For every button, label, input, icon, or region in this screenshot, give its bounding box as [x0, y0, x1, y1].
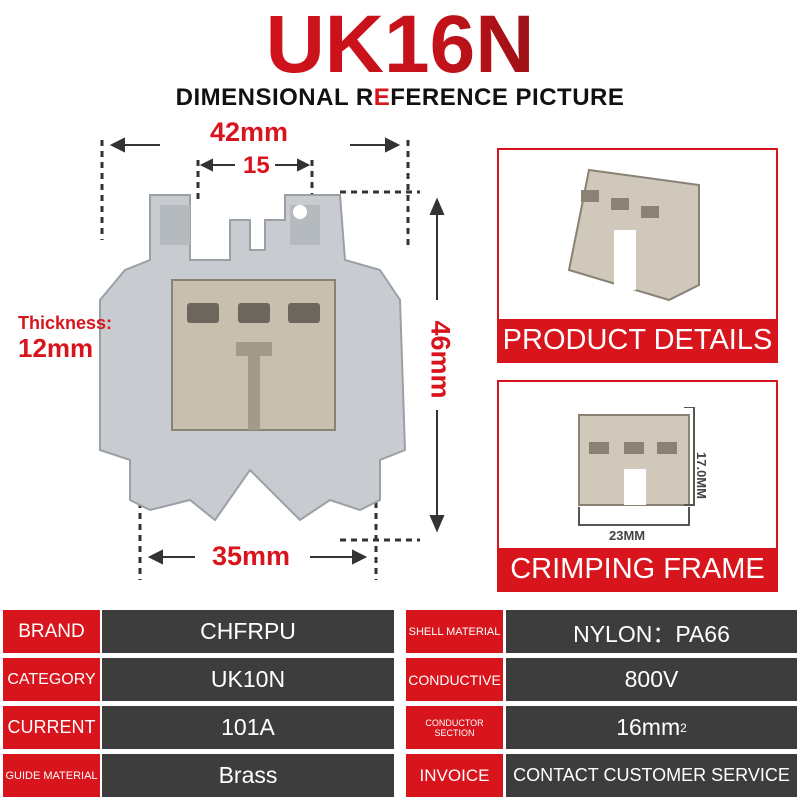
product-details-panel: PRODUCT DETAILS	[497, 148, 778, 363]
superscript: 2	[680, 720, 687, 735]
height-dimension: 46mm	[425, 320, 456, 399]
spec-label: GUIDE MATERIAL	[3, 754, 100, 797]
spec-label: CURRENT	[3, 706, 100, 749]
spec-value: NYLON：PA66	[506, 610, 797, 653]
spec-row: GUIDE MATERIAL Brass INVOICE CONTACT CUS…	[0, 754, 800, 797]
rail-dimension: 35mm	[212, 541, 291, 571]
crimping-frame-panel: 17.0MM 23MM CRIMPING FRAME	[497, 380, 778, 592]
terminal-block-drawing	[99, 137, 445, 580]
spec-value: Brass	[102, 754, 394, 797]
spec-label: INVOICE	[406, 754, 503, 797]
spec-label: BRAND	[3, 610, 100, 653]
subtitle-part: DIMENSIONAL R	[175, 84, 374, 111]
spec-row: CATEGORY UK10N CONDUCTIVE 800V	[0, 658, 800, 701]
spec-value: 101A	[102, 706, 394, 749]
spec-label: CONDUCTOR SECTION	[406, 706, 503, 749]
subtitle: DIMENSIONAL REFERENCE PICTURE	[0, 84, 800, 112]
contact-image	[567, 168, 700, 302]
panel-caption: PRODUCT DETAILS	[499, 319, 776, 361]
frame-width-label: 23MM	[609, 528, 646, 543]
panel-caption: CRIMPING FRAME	[499, 548, 776, 590]
subtitle-part: E	[373, 84, 391, 111]
spec-label: CATEGORY	[3, 658, 100, 701]
width-dimension: 42mm	[210, 117, 289, 147]
spec-value: CONTACT CUSTOMER SERVICE	[506, 754, 797, 797]
spec-label: CONDUCTIVE	[406, 658, 503, 701]
pitch-dimension: 15	[243, 152, 270, 179]
spec-row: BRAND CHFRPU SHELL MATERIAL NYLON：PA66	[0, 610, 800, 653]
spec-value: 800V	[506, 658, 797, 701]
thickness-label: Thickness:	[18, 313, 113, 333]
frame-height-label: 17.0MM	[694, 452, 709, 499]
product-title: UK16N	[0, 0, 800, 90]
spec-value-text: 16mm	[616, 714, 681, 740]
subtitle-part: FERENCE PICTURE	[390, 84, 625, 111]
spec-value: CHFRPU	[102, 610, 394, 653]
thickness-value: 12mm	[18, 333, 94, 363]
spec-value: UK10N	[102, 658, 394, 701]
spec-label: SHELL MATERIAL	[406, 610, 503, 653]
crimping-frame-image	[578, 407, 695, 526]
